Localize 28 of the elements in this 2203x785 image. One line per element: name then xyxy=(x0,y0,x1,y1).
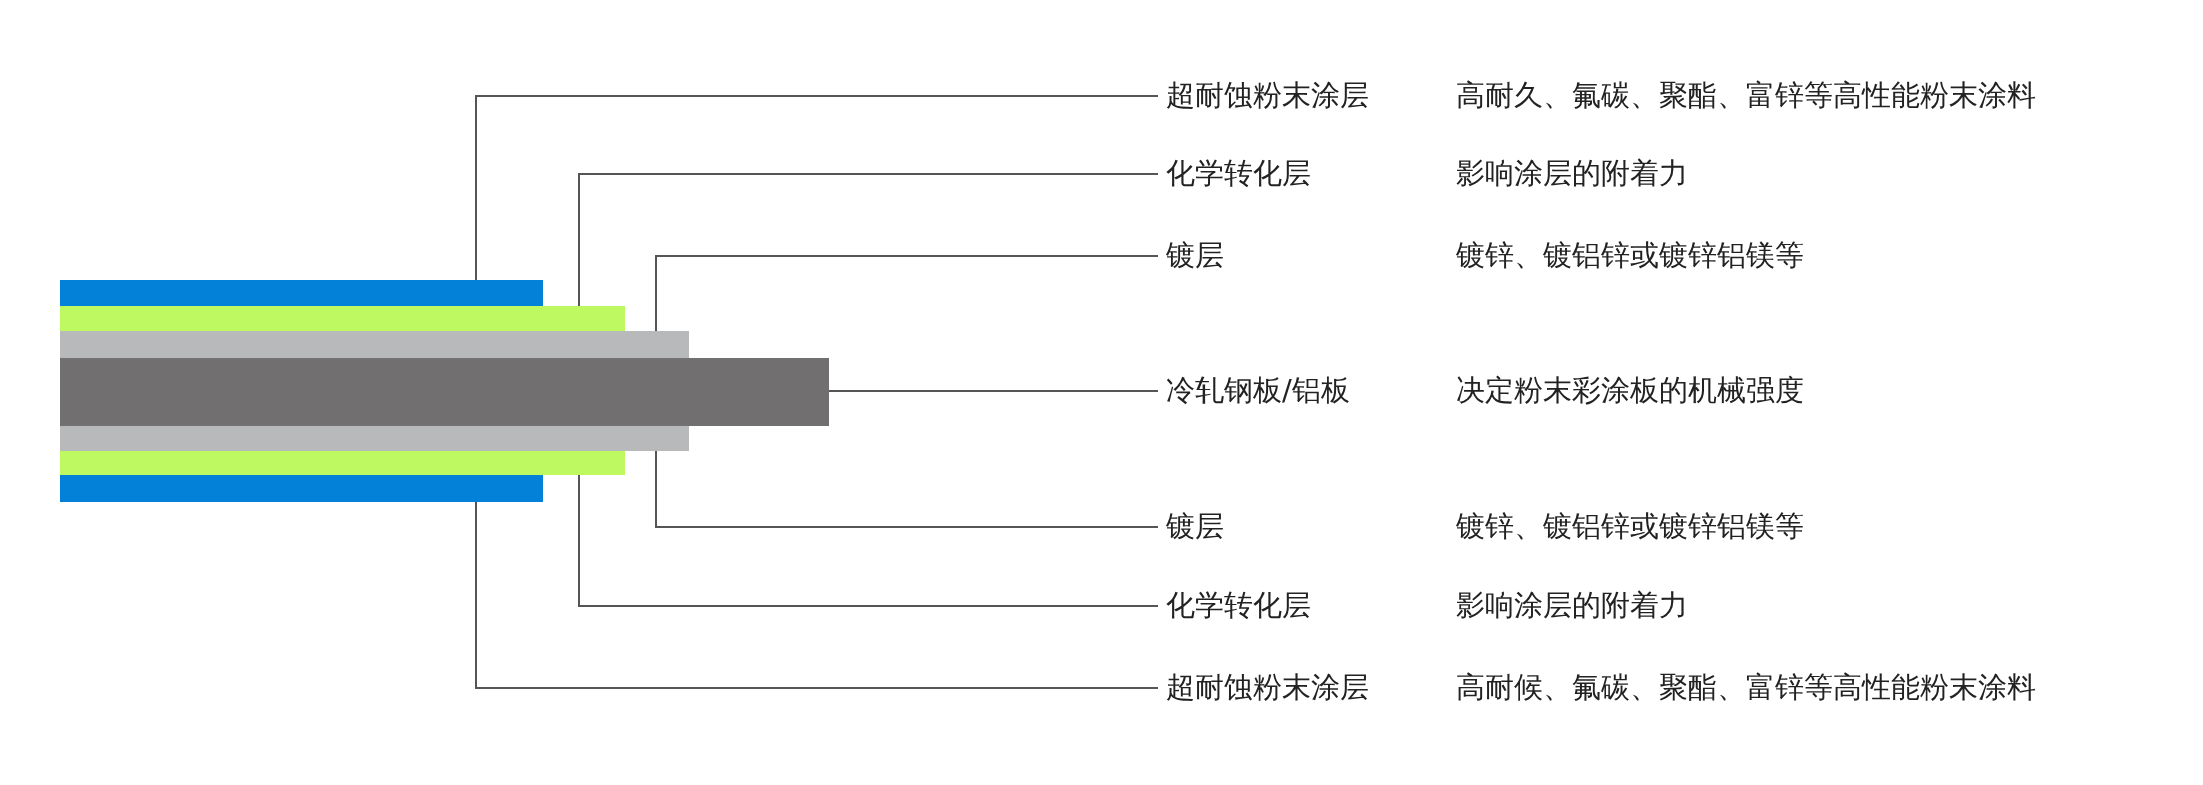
leader-line xyxy=(655,255,1159,332)
layer-name: 化学转化层 xyxy=(1165,155,1312,192)
layer-name: 镀层 xyxy=(1165,237,1225,274)
layer-description: 决定粉末彩涂板的机械强度 xyxy=(1456,372,1804,409)
layer-name: 化学转化层 xyxy=(1165,587,1312,624)
layer-name: 镀层 xyxy=(1165,508,1225,545)
leader-line xyxy=(578,173,1159,307)
leader-line xyxy=(828,390,1159,392)
layer-name: 超耐蚀粉末涂层 xyxy=(1165,669,1370,706)
layer-band xyxy=(60,280,543,306)
layer-band xyxy=(60,451,625,475)
layer-band xyxy=(60,306,625,331)
layer-description: 镀锌、镀铝锌或镀锌铝镁等 xyxy=(1456,237,1804,274)
leader-line xyxy=(475,501,1159,689)
layer-description: 高耐久、氟碳、聚酯、富锌等高性能粉末涂料 xyxy=(1456,77,2036,114)
layer-band xyxy=(60,475,543,502)
leader-line xyxy=(475,95,1159,281)
layer-name: 超耐蚀粉末涂层 xyxy=(1165,77,1370,114)
layer-description: 镀锌、镀铝锌或镀锌铝镁等 xyxy=(1456,508,1804,545)
layer-description: 影响涂层的附着力 xyxy=(1456,587,1688,624)
leader-line xyxy=(578,474,1159,607)
layer-band xyxy=(60,426,689,451)
layer-description: 影响涂层的附着力 xyxy=(1456,155,1688,192)
layer-band xyxy=(60,358,829,426)
layer-band xyxy=(60,331,689,358)
layer-description: 高耐候、氟碳、聚酯、富锌等高性能粉末涂料 xyxy=(1456,669,2036,706)
layer-name: 冷轧钢板/铝板 xyxy=(1165,372,1351,409)
leader-line xyxy=(655,450,1159,528)
